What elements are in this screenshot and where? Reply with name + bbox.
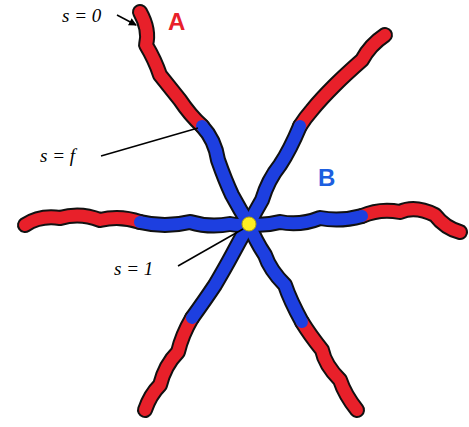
core-dot — [242, 217, 256, 231]
block-label: B — [318, 166, 335, 190]
leader-line — [178, 229, 243, 266]
leader-line — [101, 128, 198, 156]
position-label: s = 1 — [114, 259, 153, 278]
leader-line — [117, 15, 136, 25]
position-label: s = 0 — [62, 6, 101, 25]
block-label: A — [168, 10, 185, 34]
position-label: s = f — [40, 146, 75, 165]
